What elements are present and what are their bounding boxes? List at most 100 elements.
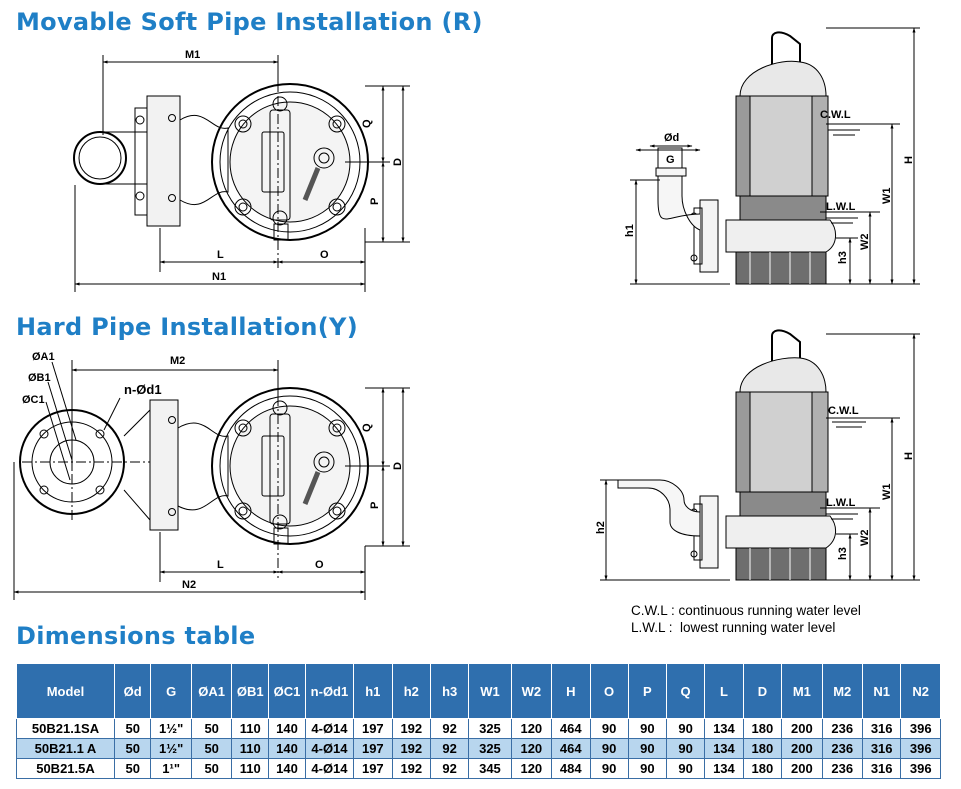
column-header: h3: [430, 663, 470, 719]
cwl-label-soft: C.W.L: [820, 109, 851, 121]
table-cell: 236: [821, 738, 863, 759]
table-cell: 1½": [150, 738, 192, 759]
column-header: D: [742, 663, 783, 719]
cwl-label-hard: C.W.L: [828, 405, 859, 417]
table-cell: 180: [742, 718, 783, 739]
table-cell: 464: [551, 738, 591, 759]
table-cell: 50: [190, 718, 233, 739]
table-cell: 200: [781, 718, 823, 739]
column-header: h2: [391, 663, 432, 719]
table-cell: 120: [510, 738, 553, 759]
column-header: M2: [821, 663, 863, 719]
table-cell: 50: [113, 718, 152, 739]
table-cell: 90: [627, 738, 667, 759]
table-cell: 110: [231, 718, 270, 739]
table-cell: 197: [353, 718, 393, 739]
legend-cwl: C.W.L : continuous running water level: [631, 603, 861, 618]
table-cell: 464: [551, 718, 591, 739]
table-cell: 110: [231, 738, 270, 759]
dim-w1-label-hard: W1: [881, 484, 893, 501]
table-cell: 396: [900, 758, 941, 779]
dim-w2-label-hard: W2: [859, 530, 871, 547]
table-cell: 197: [353, 758, 393, 779]
table-cell: 90: [627, 718, 667, 739]
table-cell: 236: [821, 758, 863, 779]
dim-h1-label: h1: [624, 224, 636, 237]
table-cell: 396: [900, 718, 941, 739]
dim-b1-label: ØB1: [28, 372, 51, 384]
table-cell: 396: [900, 738, 941, 759]
dim-a1-label: ØA1: [32, 351, 55, 363]
table-cell: 90: [665, 718, 706, 739]
column-header: ØC1: [268, 663, 306, 719]
table-cell: 140: [268, 718, 306, 739]
dim-p-label-hard: P: [369, 502, 381, 509]
column-header: O: [589, 663, 629, 719]
table-cell: 50B21.1SA: [16, 718, 115, 739]
table-cell: 484: [551, 758, 591, 779]
table-cell: 180: [742, 758, 783, 779]
table-cell: 4-Ø14: [304, 758, 355, 779]
table-cell: 325: [468, 718, 512, 739]
soft-pipe-plan-view: [73, 55, 410, 292]
table-cell: 140: [268, 738, 306, 759]
dim-h-label-hard: H: [903, 452, 915, 460]
dim-w2-label-soft: W2: [859, 234, 871, 251]
table-cell: 120: [510, 758, 553, 779]
table-cell: 197: [353, 738, 393, 759]
lwl-label-soft: L.W.L: [826, 201, 856, 213]
column-header: W1: [468, 663, 512, 719]
dim-m2-label: M2: [170, 355, 185, 367]
dim-nd1-label: n-Ød1: [124, 382, 162, 397]
column-header: ØA1: [190, 663, 233, 719]
table-cell: 92: [430, 738, 470, 759]
dim-m1-label: M1: [185, 49, 200, 61]
column-header: Q: [665, 663, 706, 719]
dim-n1-label: N1: [212, 271, 226, 283]
table-cell: 90: [627, 758, 667, 779]
column-header: P: [627, 663, 667, 719]
column-header: Ød: [113, 663, 152, 719]
hard-pipe-plan-view: [13, 360, 410, 600]
column-header: M1: [781, 663, 823, 719]
table-cell: 134: [704, 738, 744, 759]
table-cell: 110: [231, 758, 270, 779]
dim-c1-label: ØC1: [22, 394, 45, 406]
column-header: L: [704, 663, 744, 719]
column-header: Model: [16, 663, 115, 719]
legend-lwl: L.W.L : lowest running water level: [631, 620, 836, 635]
table-cell: 90: [665, 738, 706, 759]
table-cell: 236: [821, 718, 863, 739]
table-cell: 192: [391, 718, 432, 739]
table-cell: 140: [268, 758, 306, 779]
table-cell: 90: [589, 758, 629, 779]
dim-n2-label: N2: [182, 579, 196, 591]
heading-soft-pipe: Movable Soft Pipe Installation (R): [16, 8, 483, 36]
dim-h2-label: h2: [595, 521, 607, 534]
dim-l-label: L: [217, 249, 224, 261]
table-cell: 134: [704, 758, 744, 779]
table-cell: 325: [468, 738, 512, 759]
table-cell: 192: [391, 758, 432, 779]
table-cell: 316: [861, 758, 902, 779]
table-cell: 134: [704, 718, 744, 739]
table-cell: 50: [113, 738, 152, 759]
table-cell: 90: [589, 738, 629, 759]
table-cell: 316: [861, 738, 902, 759]
dim-h3-label-hard: h3: [837, 547, 849, 560]
table-cell: 50: [190, 738, 233, 759]
table-cell: 200: [781, 738, 823, 759]
column-header: h1: [353, 663, 393, 719]
column-header: N1: [861, 663, 902, 719]
table-cell: 1¹": [150, 758, 192, 779]
dim-od-label-soft: Ød: [664, 132, 679, 144]
table-cell: 4-Ø14: [304, 738, 355, 759]
lwl-label-hard: L.W.L: [826, 497, 856, 509]
table-cell: 180: [742, 738, 783, 759]
heading-dimensions-table: Dimensions table: [16, 622, 256, 650]
table-cell: 4-Ø14: [304, 718, 355, 739]
